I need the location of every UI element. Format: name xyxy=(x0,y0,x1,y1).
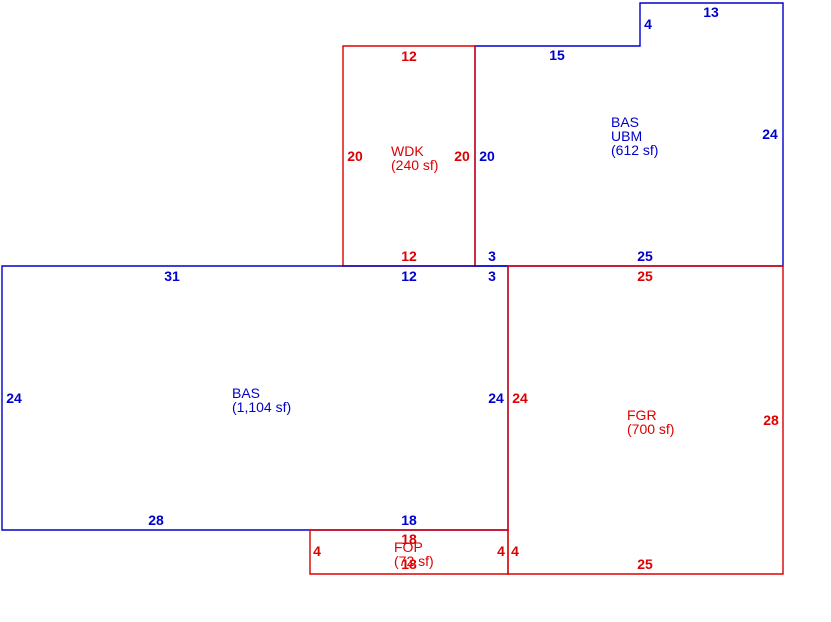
dim-ubm-bottom-a: 3 xyxy=(488,248,496,264)
dim-fgr-left-lower: 4 xyxy=(511,543,519,559)
fop-outline xyxy=(309,529,509,575)
dim-bas-bottom-right: 18 xyxy=(401,512,417,528)
dim-fop-top: 18 xyxy=(401,531,417,547)
fop-label: FOP xyxy=(394,539,423,555)
dim-fgr-right: 28 xyxy=(763,412,779,428)
dim-fgr-left: 24 xyxy=(512,390,528,406)
dim-ubm-top-right: 13 xyxy=(703,4,719,20)
dim-bas-right: 24 xyxy=(488,390,504,406)
dim-ubm-bottom-b: 25 xyxy=(637,248,653,264)
dim-wdk-right: 20 xyxy=(454,148,470,164)
dim-fop-right: 4 xyxy=(497,543,505,559)
wdk-area: (240 sf) xyxy=(391,157,438,173)
fgr-area: (700 sf) xyxy=(627,421,674,437)
dim-bas-left: 24 xyxy=(6,390,22,406)
dim-wdk-bottom: 12 xyxy=(401,248,417,264)
dim-bas-top-mid: 12 xyxy=(401,268,417,284)
dim-wdk-left: 20 xyxy=(347,148,363,164)
fop-area: (72 sf) xyxy=(394,553,434,569)
dim-wdk-top: 12 xyxy=(401,48,417,64)
fgr-label: FGR xyxy=(627,407,657,423)
bas-ubm-label-2: UBM xyxy=(611,128,642,144)
dim-fop-bottom: 18 xyxy=(401,556,417,572)
dim-ubm-left: 20 xyxy=(479,148,495,164)
wdk-label: WDK xyxy=(391,143,424,159)
fgr-outline xyxy=(507,265,784,575)
dim-fgr-top: 25 xyxy=(637,268,653,284)
bas-ubm-label-1: BAS xyxy=(611,114,639,130)
dim-bas-bottom-left: 28 xyxy=(148,512,164,528)
dim-ubm-right: 24 xyxy=(762,126,778,142)
bas-area: (1,104 sf) xyxy=(232,399,291,415)
dim-fop-left: 4 xyxy=(313,543,321,559)
bas-ubm-area: (612 sf) xyxy=(611,142,658,158)
bas-label: BAS xyxy=(232,385,260,401)
dim-bas-top-left: 31 xyxy=(164,268,180,284)
dim-bas-top-right: 3 xyxy=(488,268,496,284)
dim-ubm-top-step: 4 xyxy=(644,16,652,32)
dim-ubm-top-left: 15 xyxy=(549,47,565,63)
dim-fgr-bottom: 25 xyxy=(637,556,653,572)
